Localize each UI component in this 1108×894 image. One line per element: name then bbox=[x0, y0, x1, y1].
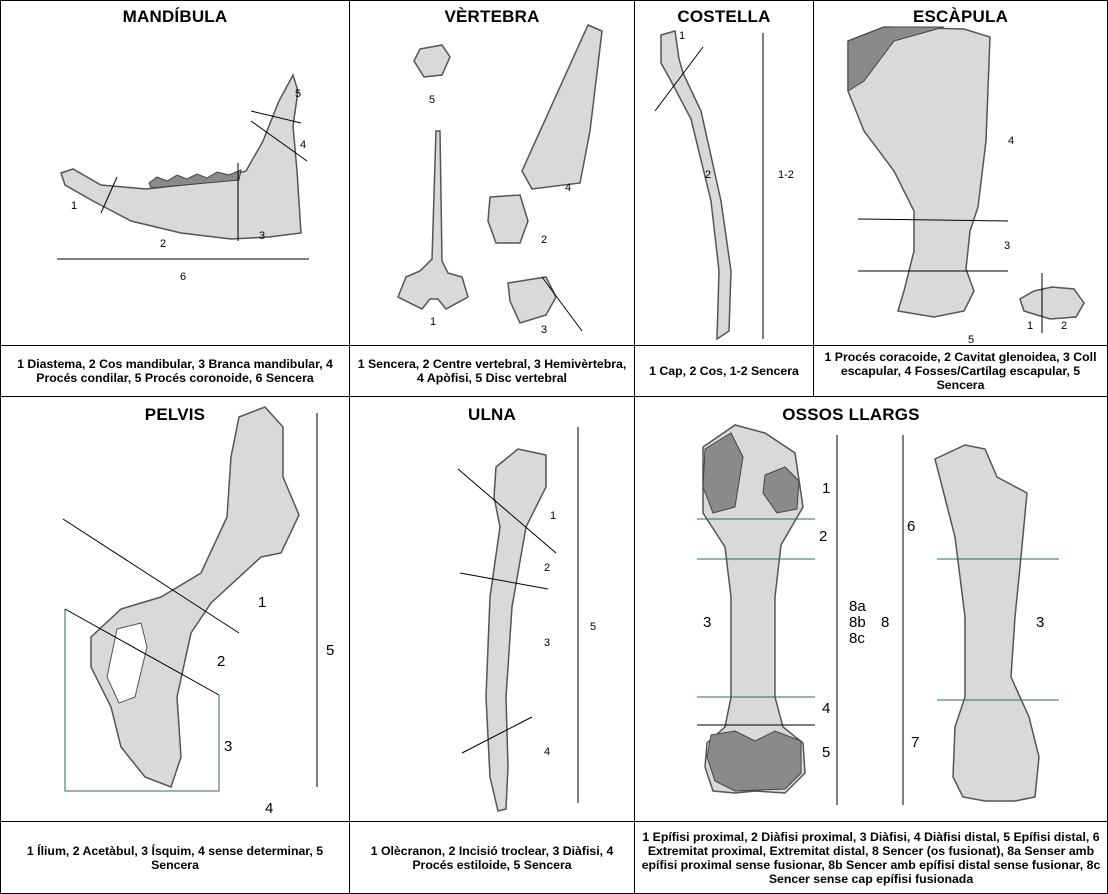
label-1: 1 bbox=[550, 510, 556, 522]
label-5: 5 bbox=[429, 94, 435, 106]
panel-vertebra: VÈRTEBRA 1 2 3 4 5 bbox=[349, 0, 635, 346]
label-2: 2 bbox=[160, 238, 166, 250]
label-2: 2 bbox=[217, 653, 225, 670]
label-8a: 8a bbox=[849, 598, 866, 615]
label-4: 4 bbox=[1008, 135, 1014, 147]
label-1-2: 1-2 bbox=[778, 169, 794, 181]
mandible-illustration bbox=[1, 1, 350, 346]
label-1: 1 bbox=[822, 480, 830, 497]
label-7: 7 bbox=[911, 734, 919, 751]
label-4: 4 bbox=[265, 800, 273, 817]
label-3: 3 bbox=[544, 637, 550, 649]
panel-escapula: ESCÀPULA 1 2 3 4 5 bbox=[813, 0, 1108, 346]
label-3-left: 3 bbox=[703, 614, 711, 631]
label-4: 4 bbox=[822, 700, 830, 717]
label-1: 1 bbox=[679, 30, 685, 42]
caption-vertebra: 1 Sencera, 2 Centre vertebral, 3 Hemivèr… bbox=[349, 345, 635, 397]
label-4: 4 bbox=[544, 746, 550, 758]
label-1: 1 bbox=[71, 200, 77, 212]
panel-pelvis: PELVIS 1 2 3 4 5 bbox=[0, 396, 350, 822]
label-2: 2 bbox=[819, 528, 827, 545]
vertebra-illustration bbox=[350, 1, 635, 346]
label-3: 3 bbox=[259, 230, 265, 242]
label-2: 2 bbox=[705, 169, 711, 181]
label-5: 5 bbox=[590, 621, 596, 633]
label-2: 2 bbox=[541, 234, 547, 246]
label-2: 2 bbox=[544, 562, 550, 574]
label-1: 1 bbox=[1027, 320, 1033, 332]
caption-escapula: 1 Procés coracoide, 2 Cavitat glenoidea,… bbox=[813, 345, 1108, 397]
label-6: 6 bbox=[180, 271, 186, 283]
caption-pelvis: 1 Ílium, 2 Acetàbul, 3 Ísquim, 4 sense d… bbox=[0, 821, 350, 894]
label-8c: 8c bbox=[849, 630, 865, 647]
label-2: 2 bbox=[1061, 320, 1067, 332]
label-6: 6 bbox=[907, 518, 915, 535]
label-1: 1 bbox=[430, 316, 436, 328]
label-3: 3 bbox=[1004, 240, 1010, 252]
label-4: 4 bbox=[300, 139, 306, 151]
label-3: 3 bbox=[224, 738, 232, 755]
ulna-illustration bbox=[350, 397, 635, 822]
panel-mandibula: MANDÍBULA 1 2 3 4 5 6 bbox=[0, 0, 350, 346]
label-5: 5 bbox=[326, 642, 334, 659]
label-1: 1 bbox=[258, 594, 266, 611]
caption-ossos-llargs: 1 Epífisi proximal, 2 Diàfisi proximal, … bbox=[634, 821, 1108, 894]
panel-ulna: ULNA 1 2 3 4 5 bbox=[349, 396, 635, 822]
label-5: 5 bbox=[295, 88, 301, 100]
label-8: 8 bbox=[881, 614, 889, 631]
panel-costella: COSTELLA 1 2 1-2 bbox=[634, 0, 814, 346]
label-5: 5 bbox=[822, 744, 830, 761]
pelvis-illustration bbox=[1, 397, 350, 822]
panel-ossos-llargs: OSSOS LLARGS 1 2 3 4 5 8a 8b 8c 8 6 3 7 bbox=[634, 396, 1108, 822]
label-3: 3 bbox=[541, 324, 547, 336]
scapula-illustration bbox=[814, 1, 1108, 346]
long-bones-illustration bbox=[635, 397, 1108, 822]
caption-mandibula: 1 Diastema, 2 Cos mandibular, 3 Branca m… bbox=[0, 345, 350, 397]
label-4: 4 bbox=[565, 182, 571, 194]
caption-ulna: 1 Olècranon, 2 Incisió troclear, 3 Diàfi… bbox=[349, 821, 635, 894]
label-8b: 8b bbox=[849, 614, 866, 631]
label-3-right: 3 bbox=[1036, 614, 1044, 631]
caption-costella: 1 Cap, 2 Cos, 1-2 Sencera bbox=[634, 345, 814, 397]
